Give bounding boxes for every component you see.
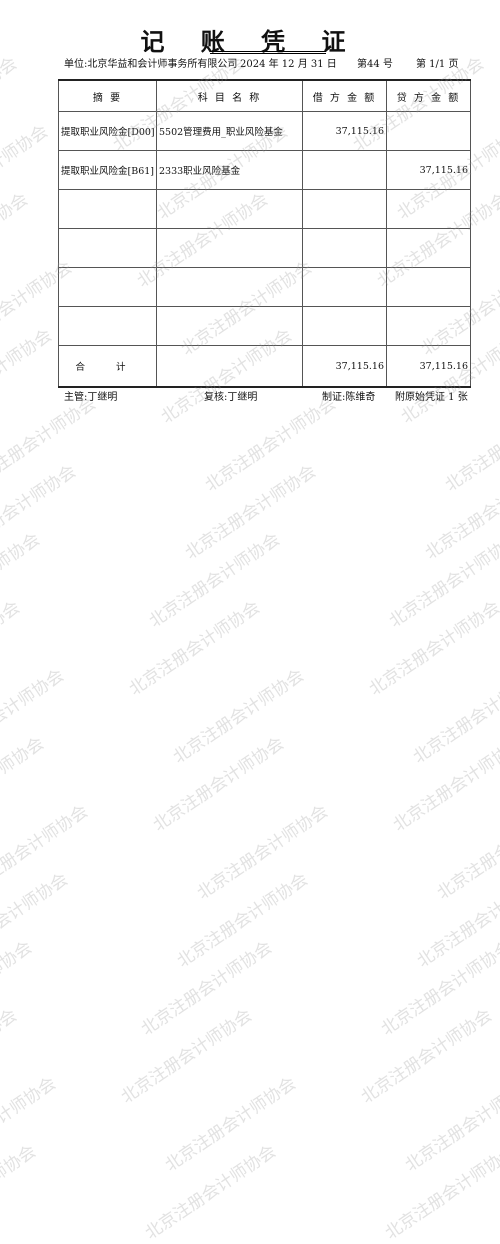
- voucher-table: 摘 要 科 目 名 称 借 方 金 额 贷 方 金 额 提取职业风险金[D00]…: [58, 79, 471, 388]
- page-indicator: 第 1/1 页: [416, 59, 459, 70]
- row-account: 5502管理费用_职业风险基金: [156, 111, 303, 151]
- preparer-signature: 制证:陈维奇: [322, 392, 376, 403]
- total-account-cell: [156, 345, 303, 388]
- row-summary: [58, 189, 157, 229]
- watermark-text: 北京注册会计师协会: [0, 189, 32, 292]
- row-summary: [58, 267, 157, 307]
- total-label: 合 计: [58, 345, 157, 388]
- table-row: 提取职业风险金[D00] 5502管理费用_职业风险基金 37,115.16: [58, 111, 471, 151]
- header-summary: 摘 要: [58, 79, 157, 112]
- row-debit: [302, 228, 387, 268]
- watermark-text: 北京注册会计师协会: [141, 1141, 280, 1244]
- reviewer-signature: 复核:丁继明: [204, 392, 258, 403]
- watermark-text: 北京注册会计师协会: [145, 529, 284, 632]
- row-debit: [302, 150, 387, 190]
- unit-field: 单位:北京华益和会计师事务所有限公司: [64, 55, 237, 70]
- watermark-text: 北京注册会计师协会: [401, 1073, 500, 1176]
- watermark-text: 北京注册会计师协会: [433, 801, 500, 904]
- unit-name: 北京华益和会计师事务所有限公司: [87, 59, 238, 70]
- watermark-text: 北京注册会计师协会: [161, 1073, 300, 1176]
- watermark-text: 北京注册会计师协会: [389, 733, 500, 836]
- watermark-text: 北京注册会计师协会: [0, 53, 21, 156]
- attachment-count: 附原始凭证 1 张: [395, 392, 468, 403]
- title-underline: [210, 51, 326, 52]
- row-credit: [386, 228, 471, 268]
- watermark-text: 北京注册会计师协会: [0, 665, 68, 768]
- row-debit: [302, 267, 387, 307]
- row-credit: [386, 306, 471, 346]
- header-account: 科 目 名 称: [156, 79, 303, 112]
- row-account: [156, 306, 303, 346]
- row-debit: [302, 306, 387, 346]
- table-row: 提取职业风险金[B61] 2333职业风险基金 37,115.16: [58, 150, 471, 190]
- watermark-text: 北京注册会计师协会: [0, 121, 52, 224]
- watermark-text: 北京注册会计师协会: [0, 461, 80, 564]
- row-summary: [58, 306, 157, 346]
- row-credit: [386, 267, 471, 307]
- row-summary: 提取职业风险金[D00]: [58, 111, 157, 151]
- watermark-text: 北京注册会计师协会: [413, 869, 500, 972]
- watermark-text: 北京注册会计师协会: [0, 1073, 60, 1176]
- row-debit: [302, 189, 387, 229]
- voucher-date: 2024 年 12 月 31 日: [240, 59, 337, 70]
- watermark-text: 北京注册会计师协会: [173, 869, 312, 972]
- watermark-text: 北京注册会计师协会: [381, 1141, 500, 1244]
- unit-label: 单位:: [64, 59, 88, 70]
- row-account: [156, 267, 303, 307]
- row-account: [156, 228, 303, 268]
- table-row: [58, 228, 471, 268]
- table-row: [58, 267, 471, 307]
- watermark-text: 北京注册会计师协会: [0, 1141, 40, 1244]
- watermark-text: 北京注册会计师协会: [365, 597, 500, 700]
- row-credit: [386, 189, 471, 229]
- watermark-text: 北京注册会计师协会: [0, 1005, 21, 1108]
- watermark-text: 北京注册会计师协会: [377, 937, 500, 1040]
- watermark-text: 北京注册会计师协会: [0, 529, 44, 632]
- watermark-text: 北京注册会计师协会: [169, 665, 308, 768]
- voucher-number: 第44 号: [357, 59, 393, 70]
- title-underline-2: [210, 53, 326, 54]
- row-credit: 37,115.16: [386, 150, 471, 190]
- row-account: 2333职业风险基金: [156, 150, 303, 190]
- watermark-text: 北京注册会计师协会: [441, 393, 500, 496]
- table-row: [58, 306, 471, 346]
- row-summary: [58, 228, 157, 268]
- watermark-text: 北京注册会计师协会: [201, 393, 340, 496]
- watermark-text: 北京注册会计师协会: [0, 733, 48, 836]
- row-summary: 提取职业风险金[B61]: [58, 150, 157, 190]
- supervisor-signature: 主管:丁继明: [64, 392, 118, 403]
- row-credit: [386, 111, 471, 151]
- watermark-text: 北京注册会计师协会: [137, 937, 276, 1040]
- watermark-text: 北京注册会计师协会: [0, 597, 24, 700]
- total-debit: 37,115.16: [302, 345, 387, 388]
- watermark-text: 北京注册会计师协会: [0, 937, 36, 1040]
- watermark-text: 北京注册会计师协会: [0, 325, 56, 428]
- watermark-text: 北京注册会计师协会: [117, 1005, 256, 1108]
- table-row: [58, 189, 471, 229]
- row-debit: 37,115.16: [302, 111, 387, 151]
- watermark-text: 北京注册会计师协会: [385, 529, 500, 632]
- watermark-text: 北京注册会计师协会: [0, 801, 92, 904]
- row-account: [156, 189, 303, 229]
- watermark-text: 北京注册会计师协会: [0, 869, 72, 972]
- watermark-text: 北京注册会计师协会: [193, 801, 332, 904]
- total-credit: 37,115.16: [386, 345, 471, 388]
- table-header-row: 摘 要 科 目 名 称 借 方 金 额 贷 方 金 额: [58, 79, 471, 112]
- watermark-text: 北京注册会计师协会: [409, 665, 500, 768]
- total-row: 合 计 37,115.16 37,115.16: [58, 345, 471, 388]
- watermark-text: 北京注册会计师协会: [421, 461, 500, 564]
- header-credit: 贷 方 金 额: [386, 79, 471, 112]
- watermark-text: 北京注册会计师协会: [0, 393, 100, 496]
- watermark-text: 北京注册会计师协会: [181, 461, 320, 564]
- watermark-text: 北京注册会计师协会: [125, 597, 264, 700]
- header-debit: 借 方 金 额: [302, 79, 387, 112]
- watermark-text: 北京注册会计师协会: [149, 733, 288, 836]
- watermark-text: 北京注册会计师协会: [357, 1005, 496, 1108]
